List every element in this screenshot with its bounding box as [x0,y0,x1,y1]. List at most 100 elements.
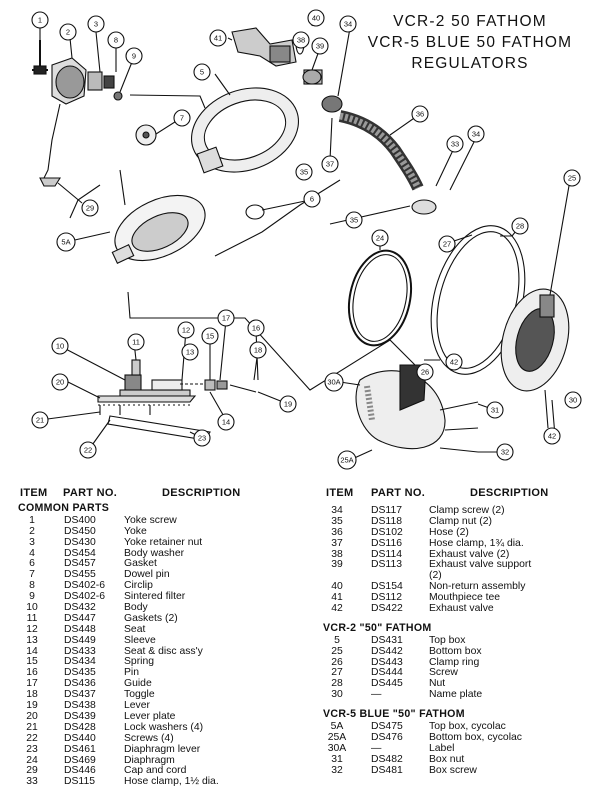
callout-18 [249,341,267,359]
title-line-3: REGULATORS [411,55,529,72]
part-row: 40 DS154 Non-return assembly [323,581,603,593]
callout-30 [564,391,582,409]
callout-38 [292,31,310,49]
callout-30-label: 30 [569,396,577,405]
part-item-number: 1 [29,514,35,526]
callout-35b [345,211,363,229]
part-number: DS455 [64,569,96,581]
part-description: Seat & disc ass'y [124,645,203,657]
part-number: DS114 [371,548,402,560]
part-description: Gasket [124,558,157,570]
part-item-number: 29 [26,765,38,777]
part-number: — [371,689,382,701]
part-number: DS431 [371,634,403,646]
part-description: Yoke screw [124,514,177,526]
part-number: DS446 [64,765,96,777]
part-number: DS422 [371,603,403,615]
part-number: DS402-6 [64,591,106,603]
callout-20-label: 20 [56,378,64,387]
callout-8-label: 8 [114,36,118,45]
part-item-number: 19 [26,700,38,712]
callout-5 [193,63,211,81]
callout-1 [31,11,49,29]
part-description: Spring [124,656,155,668]
part-number: DS430 [64,536,96,548]
callout-23-label: 23 [198,434,206,443]
part-item-number: 27 [331,667,343,679]
part-number: DS439 [64,710,96,722]
part-number: DS118 [371,515,402,527]
part-description: Screws (4) [124,732,174,744]
callout-5a-label: 5A [61,238,70,247]
callout-40-label: 40 [312,14,320,23]
part-number: DS102 [371,526,403,538]
callout-13-label: 13 [186,348,194,357]
callout-13 [181,343,199,361]
callout-25-label: 25 [568,174,576,183]
callout-23 [193,429,211,447]
callout-36-label: 36 [416,110,424,119]
callout-27 [438,235,456,253]
part-description: Non-return assembly [429,581,526,593]
part-item-number: 8 [29,580,35,592]
part-number: DS117 [371,505,402,516]
part-item-number: 13 [26,634,38,646]
section-title-common: COMMON PARTS [18,502,110,514]
part-description: Hose clamp, 1½ dia. [124,776,219,788]
part-number: DS475 [371,721,403,733]
part-description: Diaphragm [124,754,175,766]
part-description: Diaphragm lever [124,743,201,755]
part-description: Name plate [429,689,483,701]
part-description: Gaskets (2) [124,612,178,624]
part-item-number: 20 [26,710,38,722]
part-description: Circlip [124,580,153,592]
title-line-1: VCR-2 50 FATHOM [393,13,547,30]
callout-26 [416,363,434,381]
part-number: DS476 [371,731,403,743]
part-number: DS450 [64,525,96,537]
part-item-number: 10 [26,602,38,614]
part-description: Top box [429,634,466,646]
part-item-number: 32 [331,764,343,776]
callout-30a-label: 30A [327,378,340,387]
part-number: DS434 [64,656,96,668]
part-item-number: 34 [331,505,343,516]
callout-2-label: 2 [66,28,70,37]
part-number: DS116 [371,537,402,549]
part-description: Body washer [124,547,185,559]
callout-32-label: 32 [501,448,509,457]
callout-layer: 1 2 3 8 9 7 5 6 5A 29 41 38 39 40 34 35 … [31,9,582,470]
part-item-number: 42 [331,603,343,615]
part-description: Guide [124,678,152,690]
part-description: Pin [124,667,140,679]
part-number: DS433 [64,645,96,657]
part-number: DS432 [64,602,96,614]
part-number: DS154 [371,581,403,593]
callout-34b-label: 34 [472,130,480,139]
part-item-number: 4 [29,547,35,559]
callout-26-label: 26 [421,368,429,377]
part-description: Sleeve [124,634,156,646]
part-item-number: 11 [26,612,38,624]
callout-12-label: 12 [182,326,190,335]
part-number: DS443 [371,656,403,668]
part-number: DS402-6 [64,580,106,592]
part-description: Cap and cord [124,765,187,777]
part-item-number: 17 [26,678,38,690]
part-number: DS115 [64,776,95,788]
part-row: 29 DS446 Cap and cord [18,765,308,777]
part-item-number: 23 [26,743,38,755]
part-description: Clamp screw (2) [429,505,505,516]
part-row: (2) [323,570,603,582]
part-item-number: 40 [331,581,343,593]
